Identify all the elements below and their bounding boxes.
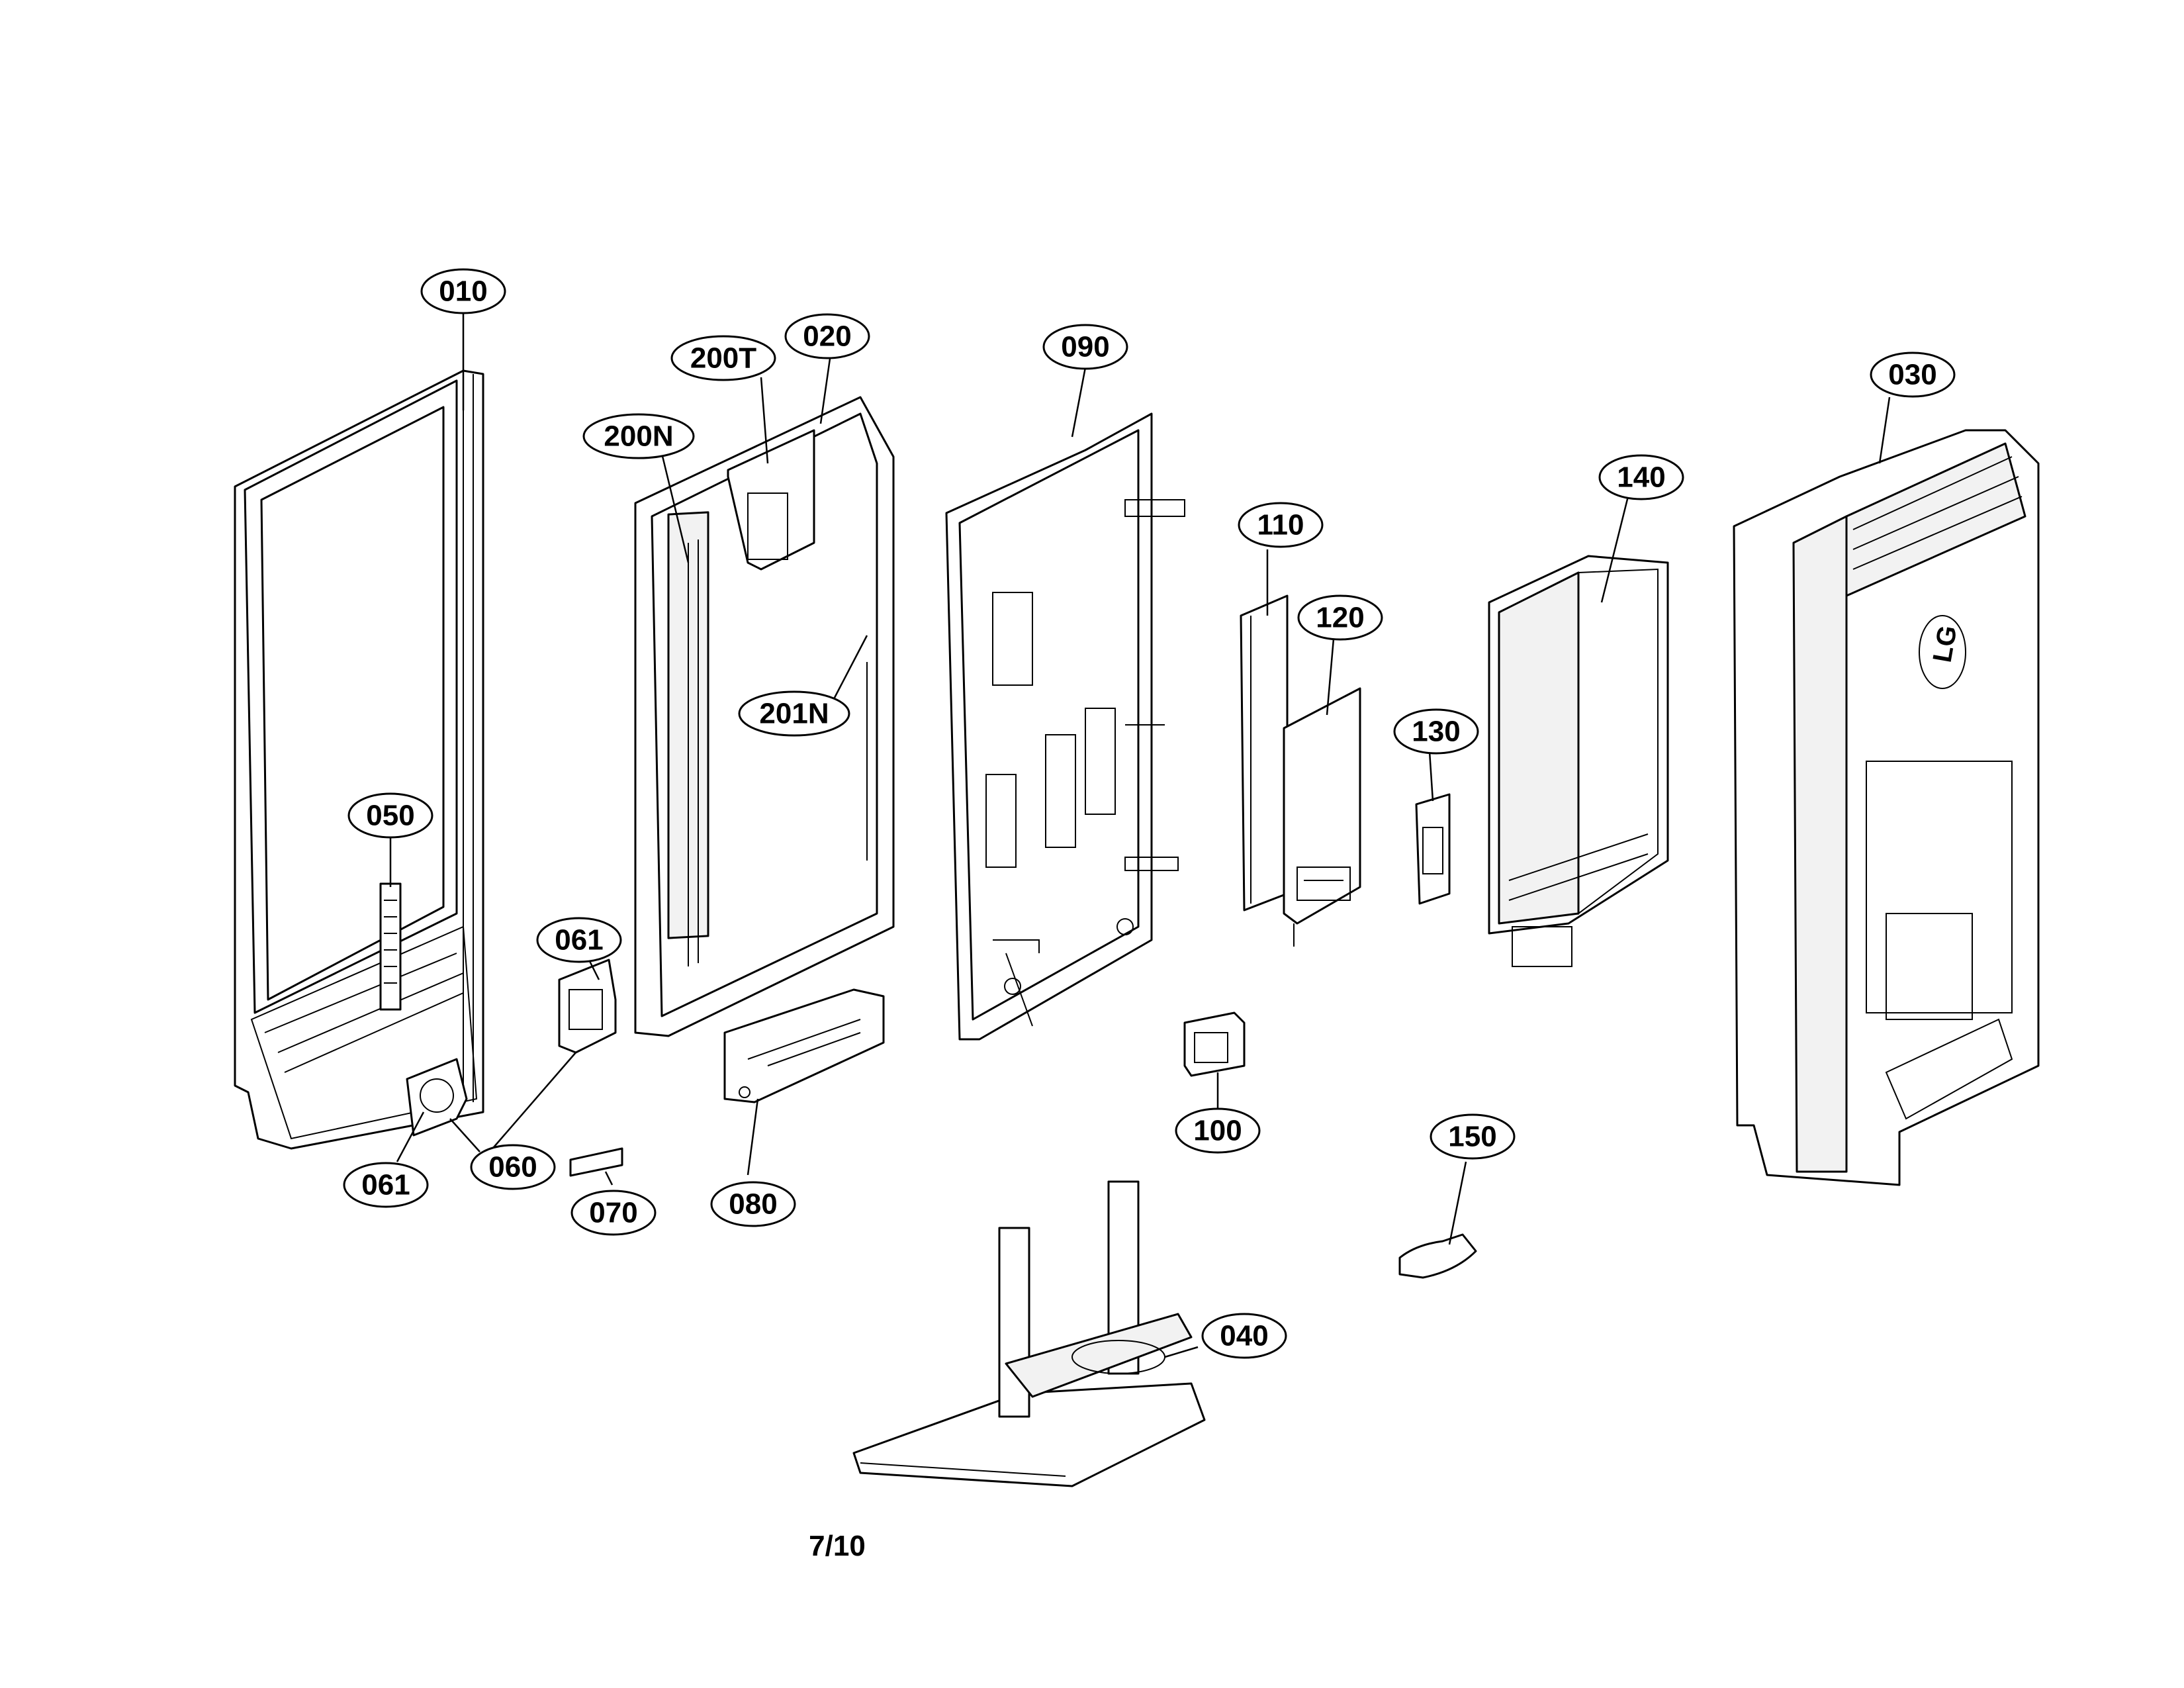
part-070-clip bbox=[569, 1147, 623, 1177]
svg-text:201N: 201N bbox=[759, 698, 829, 730]
part-090-chassis bbox=[945, 412, 1185, 1041]
svg-text:061: 061 bbox=[555, 924, 603, 957]
callout-061-upper: 061 bbox=[536, 917, 622, 963]
part-030-rear-cover bbox=[1733, 429, 2040, 1186]
callout-020: 020 bbox=[784, 313, 870, 359]
callout-070: 070 bbox=[570, 1190, 657, 1236]
callout-201N: 201N bbox=[738, 690, 850, 737]
callout-060: 060 bbox=[470, 1144, 556, 1190]
lg-logo: LG bbox=[1928, 624, 1963, 665]
part-130-bracket bbox=[1415, 793, 1451, 905]
callout-050: 050 bbox=[347, 792, 433, 839]
part-061-speaker-bracket-a bbox=[558, 959, 617, 1054]
callout-140: 140 bbox=[1598, 454, 1684, 500]
callout-080: 080 bbox=[710, 1181, 796, 1227]
callout-100: 100 bbox=[1175, 1107, 1261, 1154]
part-010-front-bezel bbox=[234, 369, 484, 1150]
svg-text:150: 150 bbox=[1448, 1121, 1496, 1153]
part-150-foot-cap bbox=[1398, 1233, 1477, 1279]
svg-text:110: 110 bbox=[1257, 509, 1304, 541]
callout-130: 130 bbox=[1393, 708, 1479, 755]
callout-150: 150 bbox=[1430, 1113, 1516, 1160]
svg-text:140: 140 bbox=[1617, 461, 1665, 494]
svg-text:070: 070 bbox=[589, 1197, 637, 1229]
part-140-shield-cover bbox=[1488, 555, 1669, 967]
svg-text:061: 061 bbox=[361, 1169, 410, 1201]
callout-010: 010 bbox=[420, 268, 506, 314]
part-100-connector-block bbox=[1183, 1011, 1246, 1077]
svg-text:080: 080 bbox=[729, 1188, 777, 1221]
callout-200N: 200N bbox=[582, 413, 695, 459]
svg-text:040: 040 bbox=[1220, 1320, 1268, 1352]
callout-090: 090 bbox=[1042, 324, 1128, 370]
callout-061-lower: 061 bbox=[343, 1162, 429, 1208]
svg-text:100: 100 bbox=[1193, 1115, 1242, 1147]
svg-text:020: 020 bbox=[803, 320, 851, 353]
part-110-board bbox=[1240, 594, 1289, 912]
callout-110: 110 bbox=[1238, 502, 1324, 548]
svg-text:130: 130 bbox=[1412, 716, 1460, 748]
svg-text:120: 120 bbox=[1316, 602, 1364, 634]
svg-text:030: 030 bbox=[1888, 359, 1936, 391]
part-040-stand bbox=[852, 1180, 1206, 1487]
svg-text:050: 050 bbox=[366, 800, 414, 832]
page-number: 7/10 bbox=[809, 1530, 866, 1562]
callout-030: 030 bbox=[1870, 352, 1956, 398]
callout-120: 120 bbox=[1297, 594, 1383, 641]
part-080-bracket bbox=[723, 988, 885, 1103]
callout-200T: 200T bbox=[670, 335, 776, 381]
callout-040: 040 bbox=[1201, 1313, 1287, 1359]
part-120-board bbox=[1283, 687, 1361, 947]
svg-text:200T: 200T bbox=[690, 342, 756, 375]
leader-lines bbox=[389, 308, 1891, 1358]
svg-text:200N: 200N bbox=[604, 420, 673, 453]
svg-text:060: 060 bbox=[488, 1151, 537, 1184]
svg-text:010: 010 bbox=[439, 275, 487, 308]
svg-text:090: 090 bbox=[1061, 331, 1109, 363]
